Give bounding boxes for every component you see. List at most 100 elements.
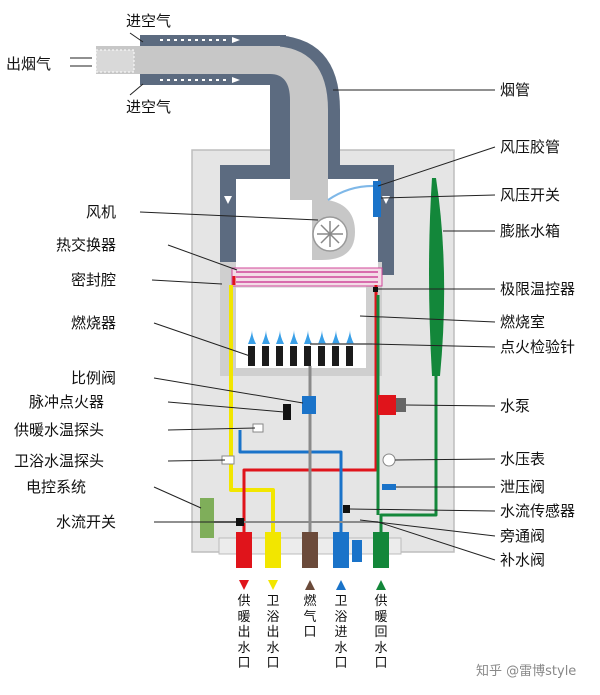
leader-pressure-switch [380,194,496,199]
leader-pressure-hose [377,146,496,187]
watermark: 知乎 @雷博style [476,664,577,679]
leader-air-top [129,32,144,43]
arrow-gas [305,580,315,590]
leader-lines [70,32,496,561]
combustion-chamber-interior [236,288,366,368]
leader-control-system [153,486,202,509]
label-heating-temp-probe: 供暖水温探头 [14,421,105,439]
pipe-heating-return [379,376,438,538]
label-burner: 燃烧器 [71,314,117,332]
arrow-heating-return [376,580,386,590]
label-combustion-chamber: 燃烧室 [500,313,546,331]
expansion-tank [429,178,445,376]
chamber-frame-bottom [220,368,382,376]
leader-pulse-igniter [167,401,285,413]
frame-arrow-left [224,196,232,204]
label-bypass-valve: 旁通阀 [500,527,546,545]
label-fill-valve: 补水阀 [500,551,546,569]
pipe-bath-out [229,285,275,538]
label-bath-temp-probe: 卫浴水温探头 [14,452,105,470]
flue-inner-elbow [270,46,328,165]
heat-exchanger-coil [236,271,378,283]
chamber-frame-left [220,165,236,275]
pump-motor [396,398,406,412]
limit-thermostat [373,287,378,292]
fan-blade-4 [320,224,340,244]
leader-proportional-valve [153,377,304,404]
flame-row [248,330,354,344]
arrow-bath-out [268,580,278,590]
flow-sensor [343,505,350,513]
duct-air-top-arrow [232,37,240,43]
label-flue: 烟管 [500,81,531,99]
leader-pressure-gauge [394,458,496,461]
label-relief-valve: 泄压阀 [500,478,546,496]
label-flow-switch: 水流开关 [56,513,117,531]
outlet-fittings [236,532,389,568]
arrow-heating-out [239,580,249,590]
fitting-bypass [352,540,362,562]
label-sealed-chamber: 密封腔 [71,271,117,289]
label-pump: 水泵 [500,397,531,415]
leader-bath-probe [167,459,226,462]
label-exhaust-out: 出烟气 [6,55,52,73]
fitting-bath-in [333,532,349,568]
leader-heat-exchanger [167,244,238,271]
label-air-in-bottom: 进空气 [126,98,172,116]
label-outlet-gas: 燃气口 [303,594,317,640]
control-system [200,498,214,538]
flue-duct [95,35,340,170]
leader-air-bottom [129,83,144,96]
leader-sealed-chamber [151,279,223,285]
leader-flow-sensor [349,508,496,512]
burner [248,330,372,366]
label-limit-thermostat: 极限温控器 [500,280,576,298]
label-ignition-probe: 点火检验针 [500,338,576,356]
label-pulse-igniter: 脉冲点火器 [29,393,105,411]
leader-burner [153,322,251,357]
fitting-heating-out [236,532,252,568]
label-expansion-tank: 膨胀水箱 [500,222,561,240]
label-outlet-heating-out: 供暖出水口 [237,594,251,671]
label-proportional-valve: 比例阀 [71,369,117,387]
fitting-heating-return [373,532,389,568]
relief-valve [382,484,396,490]
burner-bars [248,346,353,366]
leader-heating-probe [167,427,256,431]
leader-combustion-chamber [359,315,496,323]
label-air-in-top: 进空气 [126,12,172,30]
pump [378,395,396,415]
chamber-frame-top-right [328,165,394,179]
flow-switch [236,518,244,526]
label-fan: 风机 [86,203,117,221]
label-outlet-heating-return: 供暖回水口 [374,594,388,671]
outlet-arrows [239,580,386,590]
label-outlet-bath-in: 卫浴进水口 [334,594,348,671]
leader-bypass-valve [359,519,496,537]
flue-terminal [95,49,135,73]
pipe-bath-in [238,430,343,538]
pulse-igniter [283,404,291,420]
leader-fan [139,211,319,221]
label-pressure-hose: 风压胶管 [500,138,561,156]
leader-fill-valve [377,521,496,561]
label-heat-exchanger: 热交换器 [56,236,117,254]
pressure-switch [373,181,381,217]
pressure-hose [327,184,377,201]
fitting-bath-out [265,532,281,568]
proportional-valve [302,396,316,414]
duct-air-bottom-arrow [232,77,240,83]
arrow-bath-in [336,580,346,590]
pressure-gauge [382,453,396,467]
fan [290,165,355,260]
label-pressure-switch: 风压开关 [500,186,561,204]
leader-pump [405,404,496,407]
label-pressure-gauge: 水压表 [500,450,546,468]
label-control-system: 电控系统 [26,478,87,496]
label-outlet-bath-out: 卫浴出水口 [266,594,280,671]
chamber-frame-top-left [220,165,290,179]
chamber-frame-right [378,165,394,275]
fitting-gas [302,532,318,568]
leader-ignition-probe [371,343,496,348]
